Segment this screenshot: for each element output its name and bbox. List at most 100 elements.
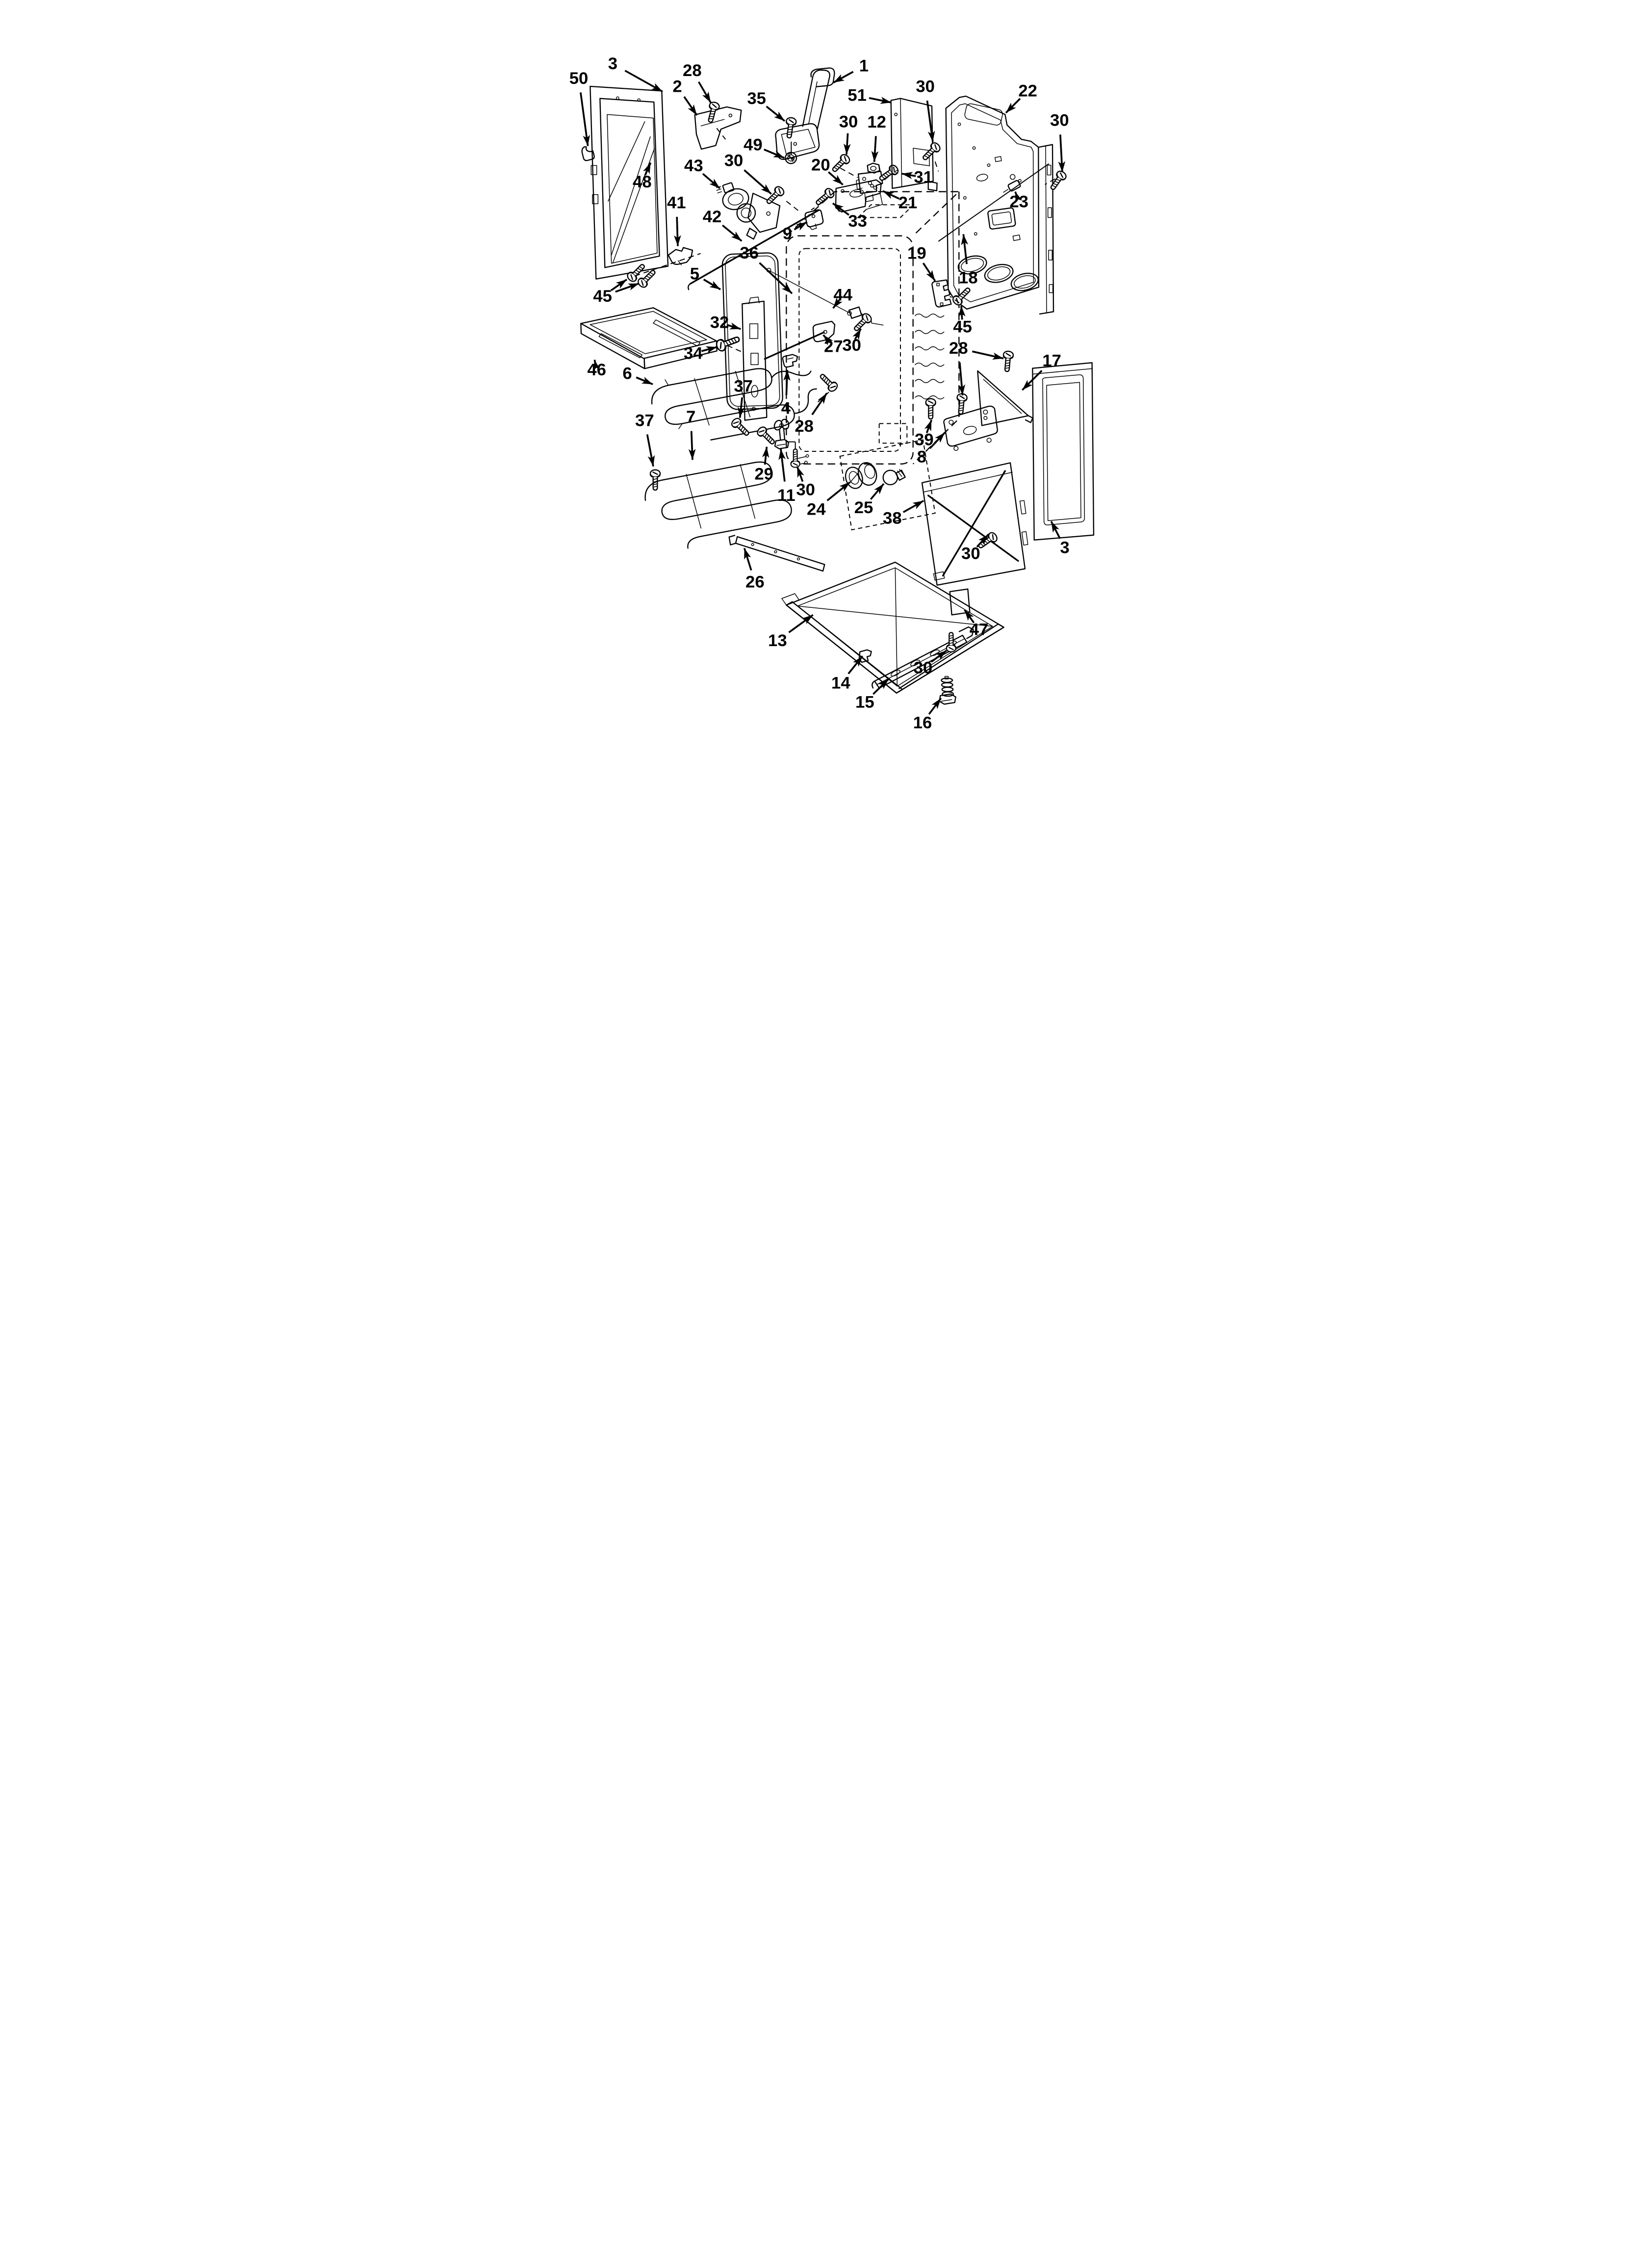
callout-label-17-37: 17 xyxy=(1042,351,1061,370)
screw-28-icon xyxy=(1001,350,1014,373)
callout-arrow-47 xyxy=(964,609,975,624)
screw-28-icon xyxy=(817,371,840,394)
callout-arrow-42 xyxy=(721,224,743,242)
callout-arrow-39 xyxy=(924,419,933,434)
callout-label-4-44: 4 xyxy=(781,399,791,418)
callout-arrow-28 xyxy=(698,81,712,104)
callout-arrow-5 xyxy=(703,279,721,290)
callout-arrow-16 xyxy=(928,698,942,715)
callout-arrow-51 xyxy=(869,97,892,104)
callout-arrow-29 xyxy=(762,446,770,465)
callout-arrow-4 xyxy=(783,369,791,395)
callout-label-34-34: 34 xyxy=(684,344,703,363)
callout-label-30-9: 30 xyxy=(1050,111,1069,130)
callout-label-14-56: 14 xyxy=(831,674,850,693)
callout-arrow-12 xyxy=(871,136,879,162)
callout-label-24-49: 24 xyxy=(807,500,826,519)
part-bracket-51 xyxy=(890,98,938,191)
part-clip-50 xyxy=(581,146,595,161)
callout-arrow-8 xyxy=(929,432,946,449)
callout-arrow-30 xyxy=(843,133,851,155)
callout-arrow-25 xyxy=(870,483,885,500)
callout-label-30-33: 30 xyxy=(842,336,861,355)
callout-arrow-30 xyxy=(744,169,772,195)
part-terminal-block-21 xyxy=(856,171,883,203)
callout-label-49-12: 49 xyxy=(744,135,763,154)
callout-arrow-31 xyxy=(901,172,916,180)
exploded-parts-diagram: 3502823515130223030124943302031219334841… xyxy=(569,54,1095,732)
callout-label-41-21: 41 xyxy=(667,193,686,212)
callout-arrow-34 xyxy=(701,346,718,354)
assembly-leader-line xyxy=(938,163,1050,242)
callout-label-28-36: 28 xyxy=(949,339,968,358)
callout-arrow-46 xyxy=(593,359,601,371)
part-side-panel-left xyxy=(590,85,669,280)
part-bake-element-7 xyxy=(644,454,809,549)
part-spacer-23 xyxy=(1003,174,1021,193)
callout-arrow-30 xyxy=(796,466,804,482)
callout-label-11-47: 11 xyxy=(777,486,795,505)
callout-label-30-10: 30 xyxy=(839,112,858,131)
assembly-leader-line xyxy=(634,253,701,277)
callout-label-31-16: 31 xyxy=(914,168,933,187)
callout-arrow-49 xyxy=(764,148,785,159)
callout-label-27-32: 27 xyxy=(824,338,843,356)
callout-label-30-48: 30 xyxy=(796,480,815,499)
callout-label-33-19: 33 xyxy=(848,212,867,231)
callout-label-30-52: 30 xyxy=(961,544,980,563)
callout-label-29-46: 29 xyxy=(754,465,773,484)
part-leveling-leg-16 xyxy=(939,676,956,705)
part-broil-element-6 xyxy=(651,368,817,441)
callout-arrow-2 xyxy=(683,96,698,116)
callout-arrow-11 xyxy=(778,448,786,482)
callout-label-48-20: 48 xyxy=(633,173,652,191)
callout-arrow-28 xyxy=(958,362,966,396)
callout-arrow-32 xyxy=(726,322,741,330)
callout-arrow-3 xyxy=(1050,521,1061,539)
callout-arrow-30 xyxy=(852,328,862,340)
callout-arrow-6 xyxy=(636,376,653,386)
callout-arrow-45 xyxy=(958,306,966,320)
callout-arrow-35 xyxy=(766,105,786,122)
callout-label-1-5: 1 xyxy=(859,56,869,75)
callout-label-2-3: 2 xyxy=(672,78,682,96)
callout-arrow-21 xyxy=(882,190,899,200)
callout-arrow-33 xyxy=(832,202,850,216)
callout-label-43-13: 43 xyxy=(684,156,703,175)
assembly-leader-line xyxy=(882,176,889,182)
part-leveling-leg-11 xyxy=(773,418,790,449)
callout-label-18-26: 18 xyxy=(959,269,978,287)
callout-label-7-43: 7 xyxy=(686,408,695,426)
callout-arrow-3 xyxy=(624,70,663,93)
callout-label-39-38: 39 xyxy=(915,431,934,449)
assembly-leader-line xyxy=(716,128,726,140)
screw-33-icon xyxy=(813,186,836,209)
callout-label-20-15: 20 xyxy=(811,156,830,175)
callout-arrow-37 xyxy=(737,397,745,418)
part-clip-9 xyxy=(804,209,824,230)
part-brace-17 xyxy=(977,370,1033,426)
callout-arrow-26 xyxy=(743,547,752,571)
callout-arrow-36 xyxy=(759,262,793,294)
callout-label-19-25: 19 xyxy=(907,244,926,263)
callout-label-37-42: 37 xyxy=(635,411,654,430)
callout-label-30-7: 30 xyxy=(916,78,935,96)
callout-arrow-50 xyxy=(580,92,590,146)
part-shield-bracket-2 xyxy=(694,106,742,150)
part-access-panel-38 xyxy=(921,462,1028,586)
callout-label-5-29: 5 xyxy=(690,265,699,284)
screw-28-icon xyxy=(705,101,721,124)
callout-label-38-51: 38 xyxy=(883,509,902,528)
callout-label-21-17: 21 xyxy=(898,193,918,212)
part-oven-light-24-25 xyxy=(839,439,936,531)
callout-label-37-41: 37 xyxy=(734,377,753,396)
callout-label-9-18: 9 xyxy=(783,224,792,243)
screw-30-icon xyxy=(851,311,874,334)
callout-arrow-41 xyxy=(674,216,681,246)
callout-label-8-39: 8 xyxy=(917,448,926,467)
callout-label-25-50: 25 xyxy=(854,498,873,517)
assembly-leader-line xyxy=(727,345,743,353)
parts-layer xyxy=(580,67,1095,705)
part-mount-plate-8 xyxy=(943,405,998,451)
